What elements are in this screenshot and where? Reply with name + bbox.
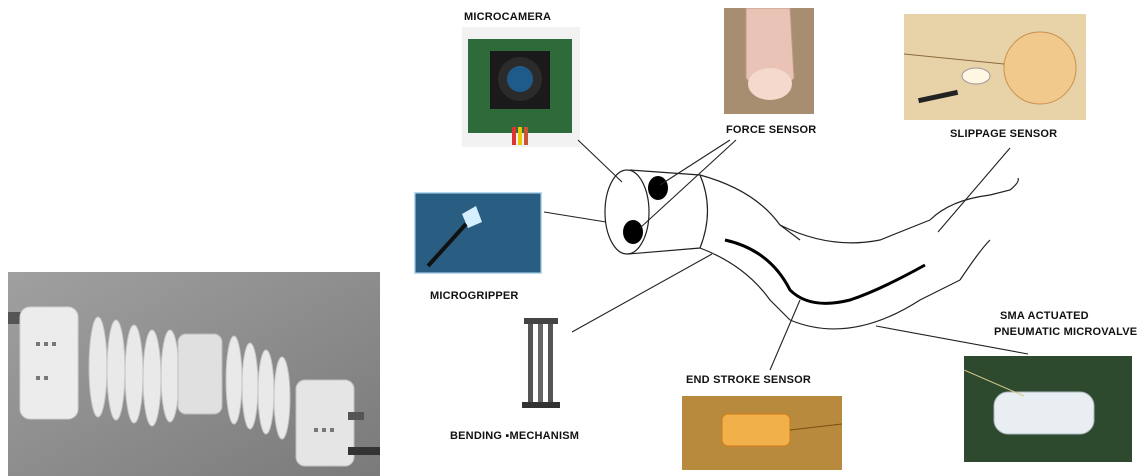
sma-actuated-label: SMA ACTUATED: [1000, 310, 1089, 322]
end-stroke-sensor-label: END STROKE SENSOR: [686, 374, 811, 386]
pneumatic-microvalve-label: PNEUMATIC MICROVALVE: [994, 326, 1137, 338]
slippage-sensor-label: SLIPPAGE SENSOR: [950, 128, 1057, 140]
bending-mechanism-label: BENDING ▪MECHANISM: [450, 430, 579, 442]
microgripper-label: MICROGRIPPER: [430, 290, 519, 302]
force-sensor-label: FORCE SENSOR: [726, 124, 816, 136]
microcamera-label: MICROCAMERA: [464, 11, 551, 23]
